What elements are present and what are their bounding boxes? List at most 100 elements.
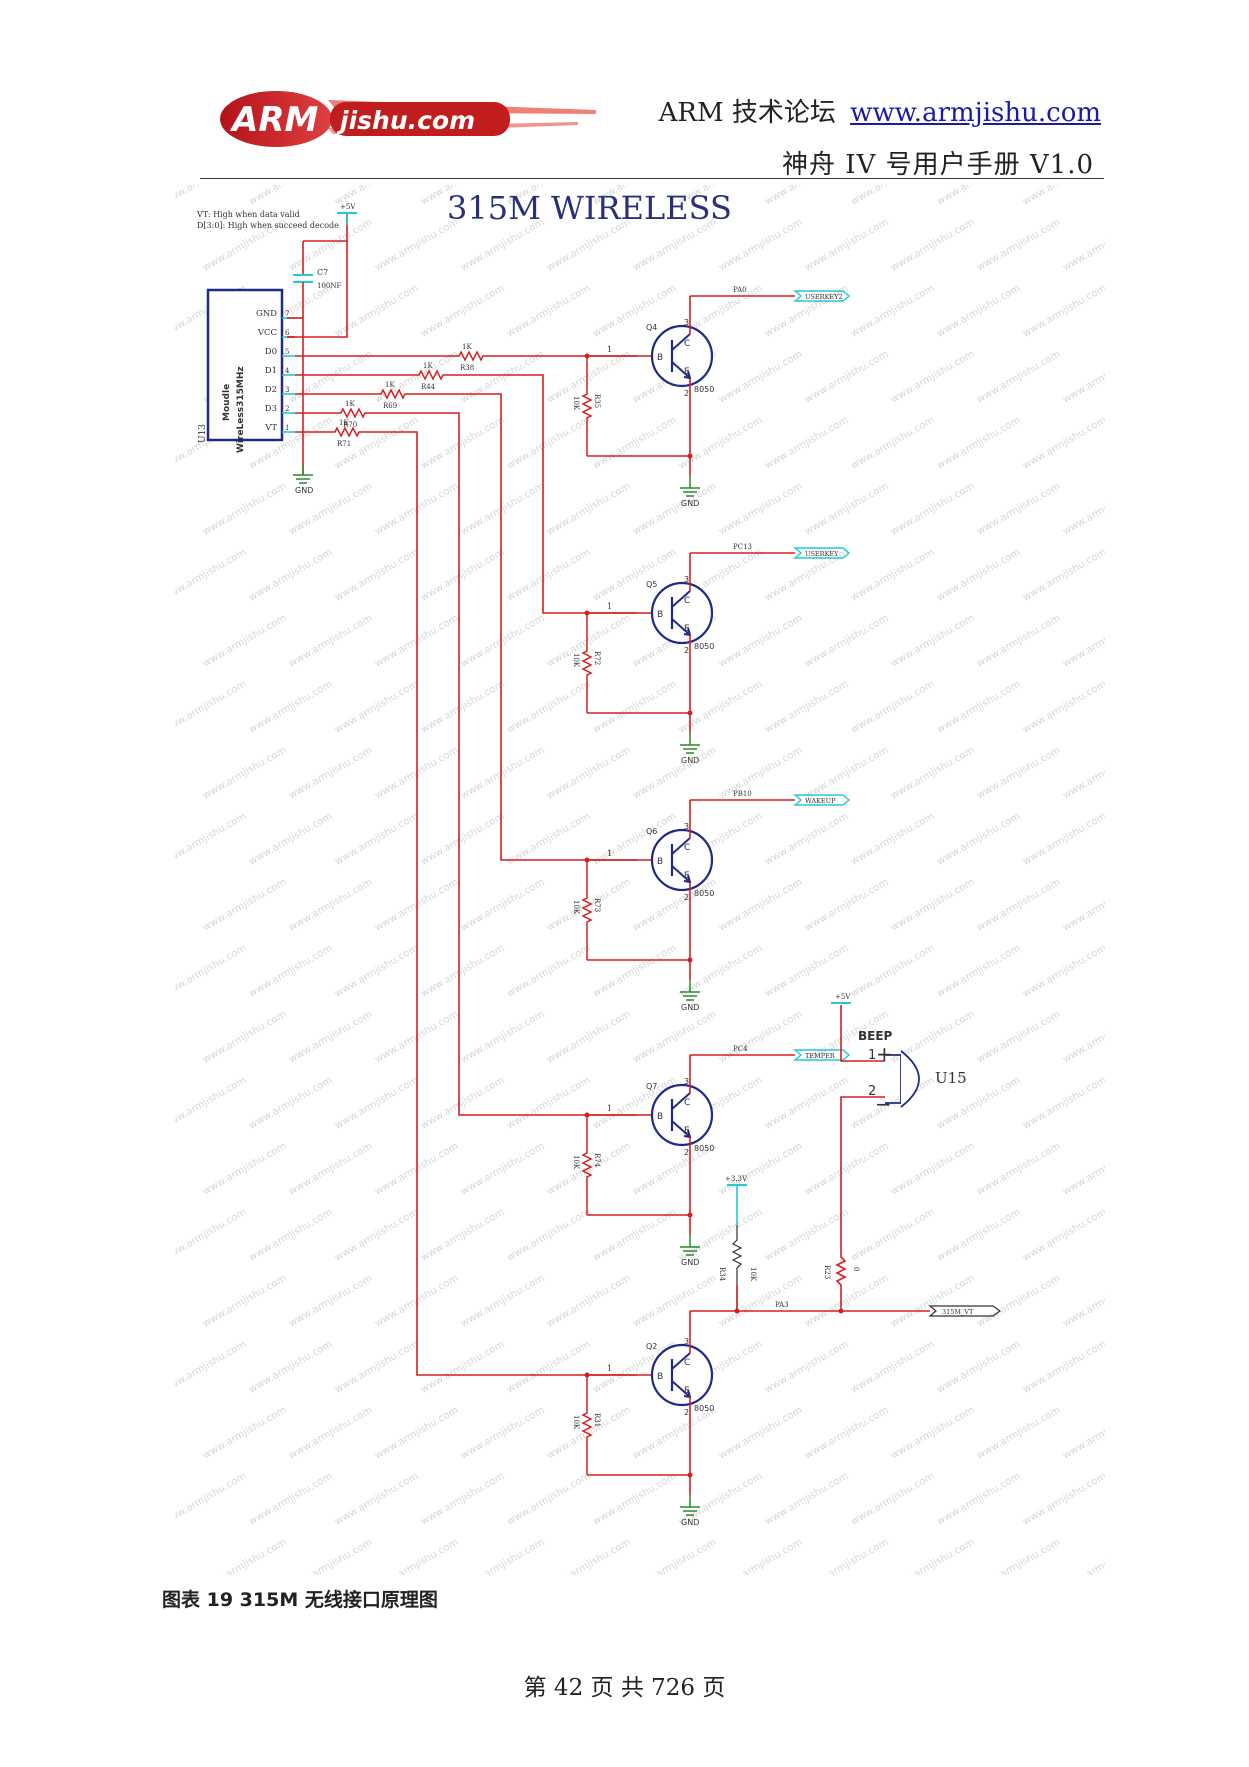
port-label: 315M_VT bbox=[942, 1308, 974, 1316]
watermark-text: www.armjishu.com bbox=[849, 1339, 936, 1396]
watermark-text: www.armjishu.com bbox=[975, 481, 1062, 538]
watermark-text: www.armjishu.com bbox=[1061, 217, 1105, 274]
module-pin-number: 4 bbox=[285, 367, 290, 375]
watermark-text: www.armjishu.com bbox=[1061, 481, 1105, 538]
gnd-symbol bbox=[680, 744, 700, 754]
watermark-text: www.armjishu.com bbox=[247, 1207, 334, 1264]
watermark-text: www.armjishu.com bbox=[975, 349, 1062, 406]
watermark-text: www.armjishu.com bbox=[849, 547, 936, 604]
watermark-text: www.armjishu.com bbox=[1021, 943, 1105, 1000]
watermark-text: www.armjishu.com bbox=[1061, 745, 1105, 802]
buzzer-pin2: 2 bbox=[868, 1084, 876, 1099]
watermark-text: www.armjishu.com bbox=[849, 679, 936, 736]
watermark-text: www.armjishu.com bbox=[849, 811, 936, 868]
armjishu-logo: ARM jishu.com bbox=[220, 91, 596, 147]
watermark-text: www.armjishu.com bbox=[763, 1471, 850, 1528]
watermark-text: www.armjishu.com bbox=[333, 1075, 420, 1132]
buzzer-pin1: 1 bbox=[868, 1048, 876, 1063]
watermark-text: www.armjishu.com bbox=[1021, 1339, 1105, 1396]
gnd-symbol bbox=[680, 1246, 700, 1256]
resistor-value: 1K bbox=[339, 419, 349, 427]
watermark-text: www.armjishu.com bbox=[1021, 283, 1105, 340]
pulldown-value: 10K bbox=[572, 1415, 580, 1430]
buzzer-minus: − bbox=[875, 1092, 892, 1116]
junction-dot bbox=[687, 453, 693, 459]
watermark-text: www.armjishu.com bbox=[419, 943, 506, 1000]
watermark-text: www.armjishu.com bbox=[1021, 679, 1105, 736]
watermark-text: www.armjishu.com bbox=[1061, 1009, 1105, 1066]
watermark-text: www.armjishu.com bbox=[373, 1537, 460, 1575]
watermark-text: www.armjishu.com bbox=[505, 679, 592, 736]
pin-e-label: E bbox=[684, 871, 690, 881]
watermark-text: www.armjishu.com bbox=[975, 745, 1062, 802]
watermark-text: www.armjishu.com bbox=[935, 547, 1022, 604]
watermark-text: www.armjishu.com bbox=[889, 1405, 976, 1462]
watermark-text: www.armjishu.com bbox=[247, 1075, 334, 1132]
transistor-collector-leg bbox=[671, 1352, 691, 1370]
watermark-text: www.armjishu.com bbox=[459, 1273, 546, 1330]
watermark-text: www.armjishu.com bbox=[545, 1141, 632, 1198]
watermark-text: www.armjishu.com bbox=[287, 1537, 374, 1575]
watermark-text: www.armjishu.com bbox=[889, 481, 976, 538]
watermark-text: www.armjishu.com bbox=[505, 547, 592, 604]
resistor-ref: R44 bbox=[421, 383, 436, 391]
pin-e-label: E bbox=[684, 624, 690, 634]
watermark-text: www.armjishu.com bbox=[849, 943, 936, 1000]
transistor-body bbox=[650, 324, 714, 388]
watermark-text: www.armjishu.com bbox=[459, 745, 546, 802]
buzzer-ref: U15 bbox=[935, 1069, 967, 1087]
pin-b-label: B bbox=[657, 610, 663, 620]
watermark-text: www.armjishu.com bbox=[889, 1141, 976, 1198]
resistor-ref: R71 bbox=[337, 440, 351, 448]
net-label: PC4 bbox=[733, 1045, 748, 1053]
port-outline bbox=[793, 290, 851, 302]
gnd-label: GND bbox=[681, 499, 699, 508]
watermark-text: www.armjishu.com bbox=[717, 877, 804, 934]
watermark-text: www.armjishu.com bbox=[545, 1009, 632, 1066]
site-link[interactable]: www.armjishu.com bbox=[850, 98, 1101, 128]
watermark-text: www.armjishu.com bbox=[175, 1339, 248, 1396]
watermark-text: www.armjishu.com bbox=[763, 1339, 850, 1396]
emitter-pin-number: 2 bbox=[684, 389, 689, 398]
watermark-text: www.armjishu.com bbox=[287, 745, 374, 802]
collector-pin-number: 3 bbox=[684, 1337, 689, 1346]
watermark-text: www.armjishu.com bbox=[1021, 1075, 1105, 1132]
transistor-emitter-leg bbox=[671, 1120, 691, 1138]
transistor-ref: Q6 bbox=[646, 827, 657, 836]
module-name: Moudle bbox=[222, 384, 232, 421]
watermark-text: www.armjishu.com bbox=[631, 1009, 718, 1066]
svg-text:jishu.com: jishu.com bbox=[336, 106, 475, 135]
transistor-part: 8050 bbox=[694, 889, 714, 898]
module-pin-name: GND bbox=[256, 309, 277, 319]
resistor-value: 1K bbox=[345, 400, 355, 408]
watermark-text: www.armjishu.com bbox=[803, 1537, 890, 1575]
manual-title: 神舟 IV 号用户手册 V1.0 bbox=[782, 150, 1094, 180]
collector-pin-number: 3 bbox=[684, 318, 689, 327]
transistor-collector-leg bbox=[671, 590, 691, 608]
watermark-text: www.armjishu.com bbox=[631, 745, 718, 802]
pulldown-resistor bbox=[581, 860, 593, 960]
transistor-part: 8050 bbox=[694, 385, 714, 394]
net-label: PB10 bbox=[733, 790, 752, 798]
gnd-label-module: GND bbox=[295, 486, 313, 495]
watermark-text: www.armjishu.com bbox=[591, 415, 678, 472]
header-forum-line: ARM 技术论坛 www.armjishu.com bbox=[659, 92, 1101, 129]
watermark-text: www.armjishu.com bbox=[201, 1537, 288, 1575]
watermark-text: www.armjishu.com bbox=[175, 679, 248, 736]
pin-c-label: C bbox=[684, 1098, 690, 1108]
watermark-text: www.armjishu.com bbox=[1061, 1141, 1105, 1198]
transistor-body bbox=[650, 581, 714, 645]
junction-dot bbox=[687, 957, 693, 963]
watermark-text: www.armjishu.com bbox=[247, 1339, 334, 1396]
c7-value: 100NF bbox=[317, 282, 341, 290]
module-pin-number: 3 bbox=[285, 386, 289, 394]
watermark-text: www.armjishu.com bbox=[175, 1075, 248, 1132]
resistor-value: 1K bbox=[423, 362, 433, 370]
watermark-text: www.armjishu.com bbox=[505, 1075, 592, 1132]
watermark-text: www.armjishu.com bbox=[201, 1405, 288, 1462]
watermark-text: www.armjishu.com bbox=[1021, 1471, 1105, 1528]
pulldown-ref: R74 bbox=[593, 1153, 601, 1168]
watermark-text: www.armjishu.com bbox=[763, 679, 850, 736]
